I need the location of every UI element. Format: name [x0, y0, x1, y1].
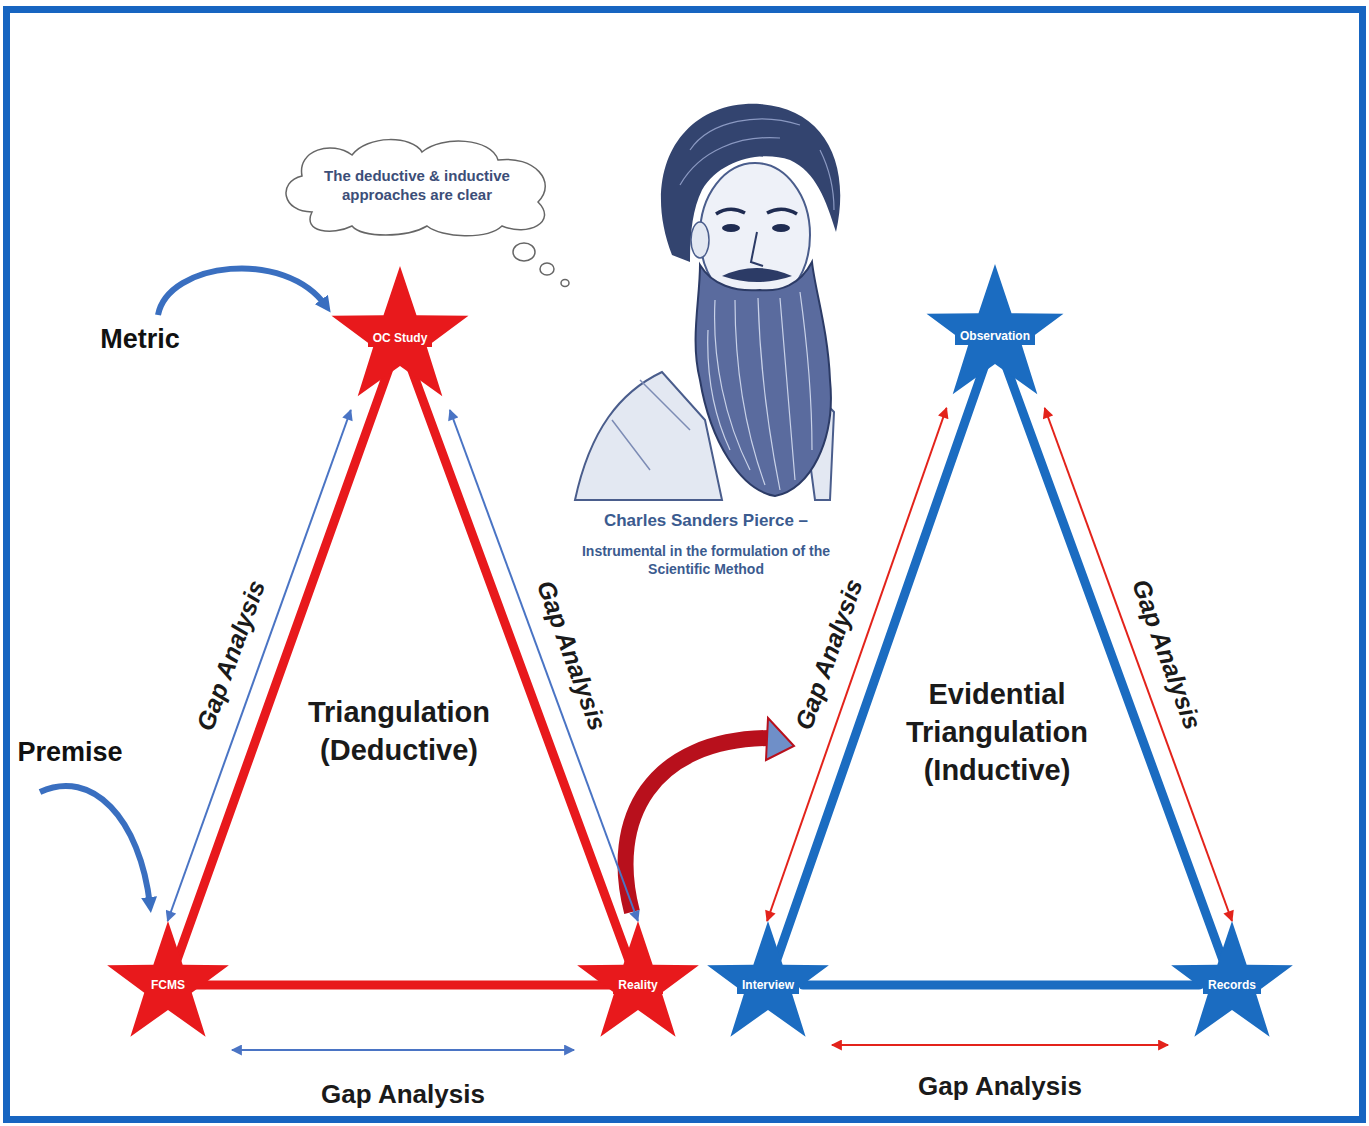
text-label: Premise [17, 735, 122, 770]
star-shape [707, 921, 829, 1037]
star-label: Interview [737, 976, 799, 994]
star-label: OC Study [368, 329, 433, 347]
star-node: Reality [574, 921, 702, 1049]
star-shape [1171, 921, 1293, 1037]
gap-arrow [1045, 408, 1232, 921]
portrait-eye [722, 224, 740, 232]
triangle-side [407, 358, 630, 965]
thought-bubble [561, 280, 569, 287]
cloud-shape [272, 130, 562, 240]
edge-label: Gap Analysis [191, 576, 271, 734]
gap-arrow [168, 410, 351, 921]
portrait [575, 104, 840, 500]
star-shape [332, 266, 469, 396]
star-node: OC Study [328, 266, 472, 410]
triangle-side [175, 358, 393, 965]
portrait-beard-texture [708, 292, 812, 490]
portrait-brow [716, 209, 797, 214]
triangle-side [194, 981, 609, 990]
edge-label: Gap Analysis [531, 576, 612, 734]
text-label: Metric [100, 322, 180, 357]
edge-label: Gap Analysis [1126, 575, 1207, 733]
gap-arrow [767, 408, 946, 921]
text-label: Charles Sanders Pierce – [604, 510, 808, 532]
triangle-side [803, 981, 1199, 990]
thought-bubble [540, 263, 554, 275]
portrait-nose [751, 232, 763, 266]
gap-arrow [450, 410, 638, 921]
triangle-side [775, 356, 988, 965]
cloud-shape [286, 140, 545, 236]
edge-label: Gap Analysis [918, 1072, 1082, 1102]
edge-label: Gap Analysis [321, 1080, 485, 1110]
star-label: FCMS [146, 976, 190, 994]
portrait-hair-strands [680, 119, 834, 210]
text-label: Instrumental in the formulation of the S… [581, 542, 831, 578]
star-label: Records [1203, 976, 1261, 994]
portrait-mustache [722, 268, 792, 282]
metric-arrow [158, 268, 326, 315]
link-arrow [626, 718, 794, 912]
portrait-collar [612, 380, 690, 470]
star-node: Interview [704, 921, 832, 1049]
text-label: Triangulation (Deductive) [274, 694, 524, 769]
star-node: FCMS [104, 921, 232, 1049]
star-node: Observation [923, 264, 1067, 408]
thought-bubbles [513, 243, 569, 287]
gap-arrow [832, 1044, 1168, 1046]
star-shape [927, 264, 1064, 394]
portrait-ear [691, 222, 709, 258]
text-label: Evidential Triangulation (Inductive) [872, 676, 1122, 789]
premise-arrow [40, 786, 150, 905]
thought-text: The deductive & inductive approaches are… [302, 166, 532, 205]
gap-arrow [232, 1049, 574, 1051]
portrait-beard [696, 262, 831, 496]
star-label: Reality [613, 976, 662, 994]
edge-label: Gap Analysis [789, 576, 868, 734]
thought-cloud: The deductive & inductive approaches are… [272, 130, 562, 240]
portrait-hair [661, 104, 840, 262]
star-shape [107, 921, 229, 1037]
link-arrow-body [626, 738, 772, 912]
star-shape [577, 921, 699, 1037]
portrait-coat [575, 372, 722, 500]
star-node: Records [1168, 921, 1296, 1049]
thought-bubble [513, 243, 535, 261]
portrait-eye [772, 224, 790, 232]
star-label: Observation [955, 327, 1035, 345]
triangle-side [1002, 356, 1224, 965]
